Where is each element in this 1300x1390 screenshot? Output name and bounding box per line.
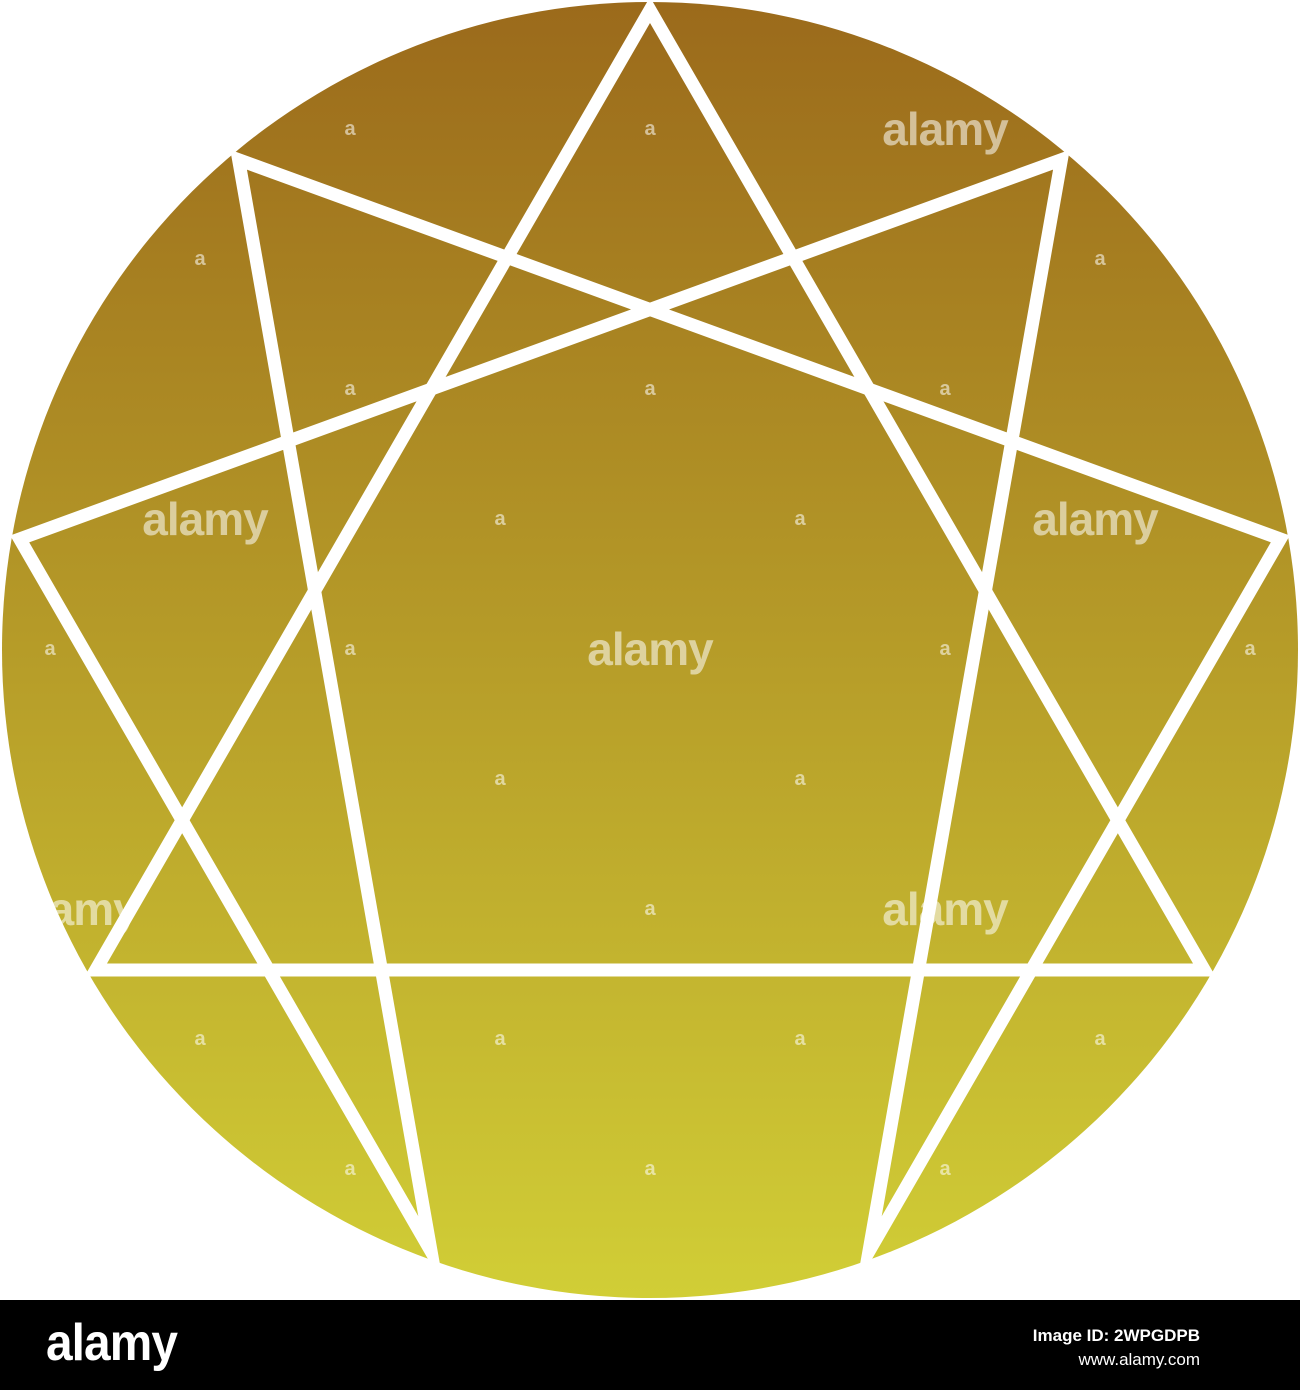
watermark-mark: a — [1094, 1028, 1106, 1050]
enneagram-lines — [10, 0, 1290, 1287]
watermark-mark: a — [494, 508, 506, 530]
watermark-text: alamy — [882, 103, 1009, 155]
watermark-mark: a — [794, 768, 806, 790]
watermark-mark: a — [644, 378, 656, 400]
watermark-text: alamy — [587, 623, 714, 675]
watermark-text: alamy — [142, 493, 269, 545]
watermark-mark: a — [644, 898, 656, 920]
hexad-figure — [10, 149, 1290, 1287]
watermark-mark: a — [939, 378, 951, 400]
watermark-mark: a — [194, 1028, 206, 1050]
watermark-mark: a — [939, 638, 951, 660]
watermark-mark: a — [494, 1028, 506, 1050]
watermark-mark: a — [1094, 248, 1106, 270]
watermark-mark: a — [494, 768, 506, 790]
watermark-mark: a — [344, 378, 356, 400]
watermark-mark: a — [344, 638, 356, 660]
watermark-text: alamy — [882, 883, 1009, 935]
inner-triangle — [84, 0, 1216, 977]
footer-url: www.alamy.com — [1078, 1350, 1200, 1369]
watermark-mark: a — [344, 1158, 356, 1180]
watermark-mark: a — [344, 118, 356, 140]
image-id-label: Image ID: 2WPGDPB — [1032, 1326, 1200, 1345]
footer-bar: alamy Image ID: 2WPGDPB www.alamy.com — [0, 1300, 1300, 1390]
watermark-text: alamy — [1032, 493, 1159, 545]
watermark-mark: a — [794, 508, 806, 530]
watermark-mark: a — [644, 1158, 656, 1180]
watermark-mark: a — [44, 638, 56, 660]
watermark-mark: a — [1244, 898, 1256, 920]
footer-logo: alamy — [46, 1314, 178, 1372]
watermark-mark: a — [194, 248, 206, 270]
watermark-mark: a — [794, 1028, 806, 1050]
watermark-mark: a — [1244, 638, 1256, 660]
watermark-mark: a — [939, 1158, 951, 1180]
watermark-mark: a — [644, 118, 656, 140]
